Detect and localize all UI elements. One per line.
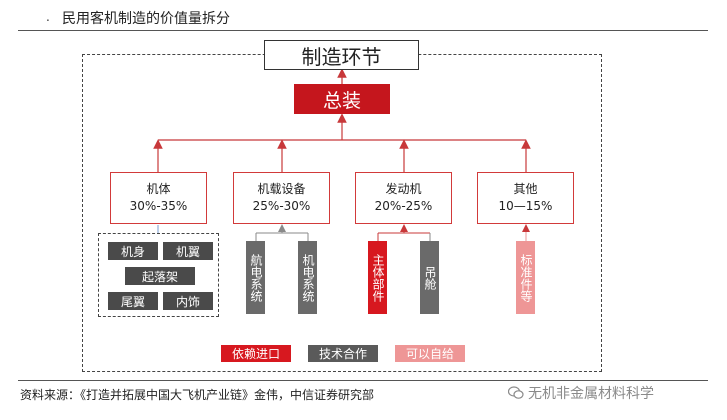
part-engine-core: 主体部件 <box>368 241 387 314</box>
category-share: 20%-25% <box>374 199 433 213</box>
part-standard-parts: 标准件等 <box>516 241 535 314</box>
category-name: 其他 <box>513 182 538 196</box>
part-nacelle: 吊舱 <box>420 241 439 314</box>
category-share: 30%-35% <box>129 199 188 213</box>
legend-import-dependent: 依赖进口 <box>221 345 291 362</box>
part-wing: 机翼 <box>163 242 213 260</box>
category-name: 机体 <box>146 182 171 196</box>
stage-title-box: 制造环节 <box>264 40 419 70</box>
category-equipment: 机载设备 25%-30% <box>233 172 330 224</box>
part-tail: 尾翼 <box>108 292 158 310</box>
watermark: 无机非金属材料科学 <box>508 383 654 403</box>
source-note: 资料来源：《打造并拓展中国大飞机产业链》金伟，中信证券研究部 <box>20 388 375 402</box>
header-divider <box>18 30 708 31</box>
header-marker: . <box>46 10 50 24</box>
legend-self-sufficient: 可以自给 <box>395 345 465 362</box>
category-share: 10—15% <box>498 199 553 213</box>
wechat-icon <box>508 386 524 399</box>
category-other: 其他 10—15% <box>477 172 574 224</box>
part-electromechanical: 机电系统 <box>298 241 317 314</box>
part-avionics: 航电系统 <box>246 241 265 314</box>
airframe-parts-group <box>98 233 219 317</box>
final-assembly-box: 总装 <box>294 84 390 114</box>
part-landing-gear: 起落架 <box>125 267 195 285</box>
footer-divider <box>18 380 708 381</box>
page-title: 民用客机制造的价值量拆分 <box>62 11 230 27</box>
watermark-text: 无机非金属材料科学 <box>528 386 654 402</box>
part-fuselage: 机身 <box>108 242 158 260</box>
category-engine: 发动机 20%-25% <box>355 172 452 224</box>
category-share: 25%-30% <box>252 199 311 213</box>
category-airframe: 机体 30%-35% <box>110 172 207 224</box>
category-name: 发动机 <box>385 182 422 196</box>
legend-tech-cooperation: 技术合作 <box>308 345 378 362</box>
category-name: 机载设备 <box>257 182 306 196</box>
part-interior: 内饰 <box>163 292 213 310</box>
